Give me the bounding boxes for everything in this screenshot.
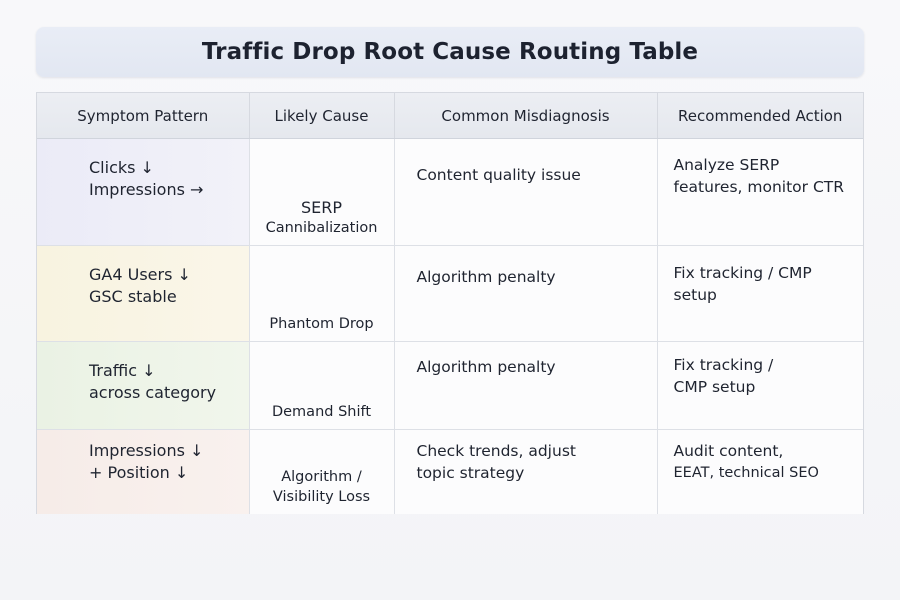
symptom-line: GSC stable xyxy=(89,287,177,306)
misdiagnosis-line: topic strategy xyxy=(416,464,525,482)
symptom-line: Impressions ↓ xyxy=(89,441,204,460)
action-cell: Analyze SERP features, monitor CTR xyxy=(657,138,863,246)
title-banner: Traffic Drop Root Cause Routing Table xyxy=(36,27,864,77)
symptom-line: + Position ↓ xyxy=(89,463,189,482)
action-line: Fix tracking / CMP xyxy=(673,264,812,282)
misdiagnosis-cell: Algorithm penalty xyxy=(394,341,658,430)
misdiagnosis-line: Check trends, adjust xyxy=(416,442,576,460)
action-line: features, monitor CTR xyxy=(673,178,845,196)
header-recommended-action: Recommended Action xyxy=(657,93,863,139)
cause-line: Phantom Drop xyxy=(269,316,374,332)
action-line: Fix tracking / xyxy=(673,356,774,374)
cause-line: Visibility Loss xyxy=(272,488,371,505)
cause-line: Algorithm / xyxy=(281,468,362,485)
table-row: GA4 Users ↓ GSC stable Phantom Drop Algo… xyxy=(37,245,863,342)
header-likely-cause: Likely Cause xyxy=(249,93,395,139)
table-row: Impressions ↓ + Position ↓ Algorithm / V… xyxy=(37,429,863,514)
cause-line: Cannibalization xyxy=(265,220,378,236)
symptom-line: GA4 Users ↓ xyxy=(89,265,191,284)
misdiagnosis-line: Content quality issue xyxy=(416,166,581,184)
symptom-line: Clicks ↓ xyxy=(89,158,154,177)
misdiagnosis-line: Algorithm penalty xyxy=(416,268,556,286)
action-line: CMP setup xyxy=(673,378,756,396)
cause-cell: Demand Shift xyxy=(249,341,395,430)
symptom-line: Traffic ↓ xyxy=(89,361,156,380)
cause-cell: Phantom Drop xyxy=(249,245,395,342)
misdiagnosis-cell: Content quality issue xyxy=(394,138,658,246)
action-cell: Fix tracking / CMP setup xyxy=(657,341,863,430)
symptom-line: Impressions → xyxy=(89,180,204,199)
table: Symptom Pattern Likely Cause Common Misd… xyxy=(37,93,863,514)
table-row: Traffic ↓ across category Demand Shift A… xyxy=(37,341,863,430)
action-line: Audit content, xyxy=(673,442,784,460)
table-header-row: Symptom Pattern Likely Cause Common Misd… xyxy=(37,93,863,139)
symptom-line: across category xyxy=(89,383,217,402)
action-cell: Fix tracking / CMP setup xyxy=(657,245,863,342)
cause-line: SERP xyxy=(300,198,343,217)
table-row: Clicks ↓ Impressions → SERP Cannibalizat… xyxy=(37,138,863,246)
header-common-misdiagnosis: Common Misdiagnosis xyxy=(394,93,658,139)
misdiagnosis-line: Algorithm penalty xyxy=(416,358,556,376)
routing-table: Symptom Pattern Likely Cause Common Misd… xyxy=(36,92,864,514)
symptom-cell: Traffic ↓ across category xyxy=(37,341,250,430)
symptom-cell: Clicks ↓ Impressions → xyxy=(37,138,250,246)
action-line: setup xyxy=(673,286,717,304)
header-symptom-pattern: Symptom Pattern xyxy=(37,93,250,139)
page-title: Traffic Drop Root Cause Routing Table xyxy=(201,39,699,65)
misdiagnosis-cell: Algorithm penalty xyxy=(394,245,658,342)
action-cell: Audit content, EEAT, technical SEO xyxy=(657,429,863,514)
misdiagnosis-cell: Check trends, adjust topic strategy xyxy=(394,429,658,514)
symptom-cell: GA4 Users ↓ GSC stable xyxy=(37,245,250,342)
action-line: EEAT, technical SEO xyxy=(673,465,819,481)
action-line: Analyze SERP xyxy=(673,156,780,174)
cause-cell: Algorithm / Visibility Loss xyxy=(249,429,395,514)
cause-cell: SERP Cannibalization xyxy=(249,138,395,246)
cause-line: Demand Shift xyxy=(271,404,372,420)
symptom-cell: Impressions ↓ + Position ↓ xyxy=(37,429,250,514)
